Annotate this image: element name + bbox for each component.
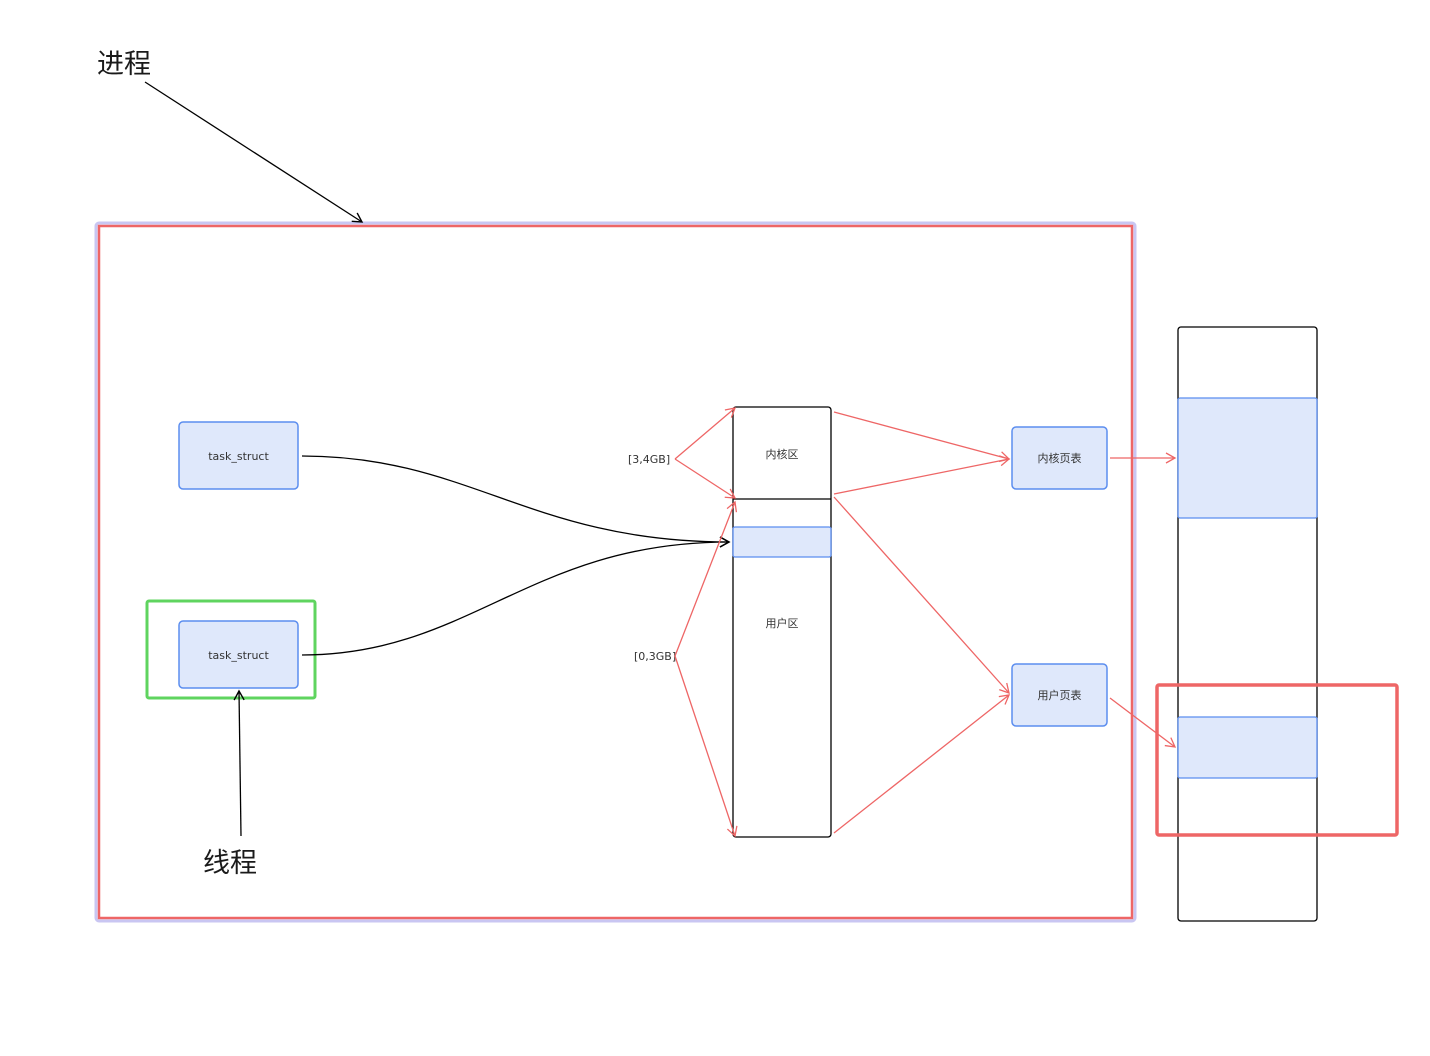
user-page-table-node[interactable]	[1011, 663, 1108, 727]
process-label: 进程	[97, 49, 151, 80]
user-page-table-label: 用户页表	[1038, 688, 1082, 702]
address-space-column	[732, 406, 832, 838]
process-pointer-line	[144, 81, 364, 223]
kernel-range-label: [3,4GB]	[628, 453, 670, 466]
shared-mapped-region	[732, 526, 832, 558]
kernel-page-table-node[interactable]	[1011, 426, 1108, 490]
task-struct-node-1[interactable]	[178, 421, 299, 490]
process-frame	[97, 224, 1134, 920]
user-range-label: [0,3GB]	[634, 650, 676, 663]
physical-kernel-block	[1177, 397, 1318, 519]
user-page-table-to-physical	[1109, 697, 1177, 748]
thread-label: 线程	[203, 848, 257, 879]
thread-frame	[145, 599, 317, 700]
user-range-arrow-top	[674, 500, 738, 657]
user-bottom-to-user-page-table	[833, 694, 1011, 834]
task-struct-label-2: task_struct	[208, 649, 269, 662]
physical-user-highlight	[1155, 683, 1399, 837]
thread-pointer-line	[233, 689, 245, 837]
kernel-bottom-to-kernel-page-table	[833, 455, 1011, 495]
task-struct-1-link	[301, 455, 731, 548]
physical-user-block	[1177, 716, 1318, 779]
kernel-range-arrow-bottom	[674, 458, 737, 499]
kernel-area-label: 内核区	[766, 447, 799, 461]
user-range-arrow-bottom	[674, 655, 738, 838]
user-top-to-user-page-table	[833, 496, 1010, 694]
user-area-label: 用户区	[766, 616, 799, 630]
kernel-page-table-label: 内核页表	[1038, 451, 1082, 465]
process-frame-outer	[94, 221, 1137, 923]
task-struct-2-link	[301, 536, 731, 656]
kernel-range-arrow-top	[674, 407, 737, 460]
task-struct-node-2[interactable]	[178, 620, 299, 689]
task-struct-label-1: task_struct	[208, 450, 269, 463]
kernel-top-to-kernel-page-table	[833, 411, 1011, 463]
